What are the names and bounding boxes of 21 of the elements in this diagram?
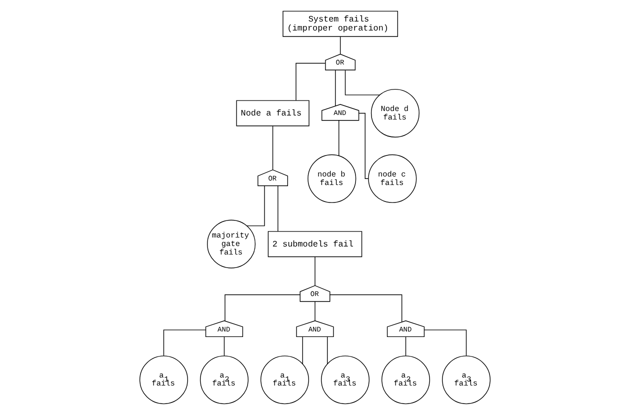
connector <box>162 330 206 356</box>
connector <box>272 126 273 170</box>
connector <box>223 336 224 356</box>
connector <box>358 112 368 179</box>
connector <box>329 294 402 322</box>
connector <box>404 336 406 356</box>
connector <box>423 330 466 356</box>
connector <box>326 336 328 364</box>
connector <box>314 301 315 322</box>
connector <box>344 70 380 96</box>
node-box: 2 submodels fail <box>267 231 362 258</box>
connector <box>224 294 300 322</box>
connector <box>334 70 336 106</box>
connector <box>338 120 339 156</box>
node-box: System fails (improper operation) <box>282 10 398 37</box>
connector <box>295 62 326 101</box>
connector <box>277 186 278 232</box>
connector <box>246 185 264 226</box>
node-box: Node a fails <box>236 100 309 126</box>
connector <box>339 36 340 54</box>
connector <box>314 256 315 286</box>
